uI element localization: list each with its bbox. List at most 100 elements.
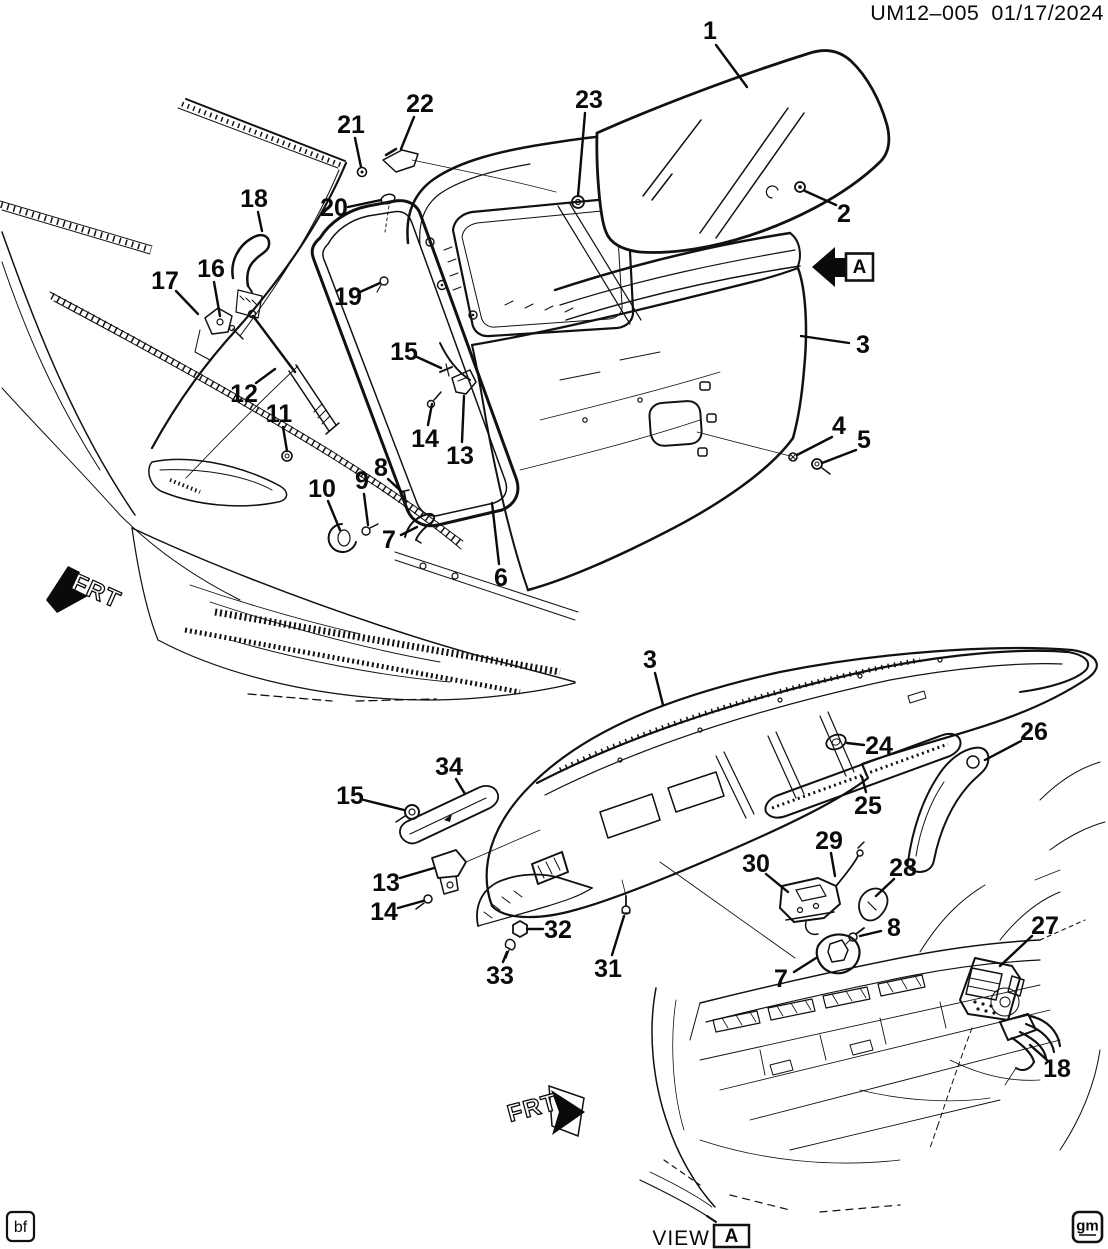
callout-7: 7 bbox=[774, 965, 788, 993]
upper-scene: A FRT bbox=[0, 49, 891, 702]
view-label: VIEW bbox=[652, 1227, 710, 1249]
callout-25: 25 bbox=[854, 792, 882, 820]
callout-27: 27 bbox=[1031, 912, 1059, 940]
callout-leader-30 bbox=[764, 872, 790, 894]
callout-13: 13 bbox=[372, 869, 400, 897]
callout-leader-28 bbox=[874, 877, 896, 898]
callout-13: 13 bbox=[446, 442, 474, 470]
frt-left-label: FRT bbox=[68, 569, 126, 614]
applique-bracket bbox=[906, 746, 990, 873]
harness-hook-upper bbox=[231, 233, 271, 319]
callout-leader-24 bbox=[845, 741, 866, 747]
callout-leader-14 bbox=[396, 899, 425, 910]
lower-scene: FRT bbox=[395, 646, 1106, 1223]
drawing-number: UM12–005 bbox=[870, 1, 979, 25]
callout-33: 33 bbox=[486, 962, 514, 990]
callout-leader-15 bbox=[362, 798, 406, 812]
view-ref-letter: A bbox=[725, 1226, 739, 1247]
license-lamp-module bbox=[929, 957, 1025, 1149]
footer-left-code-box bbox=[5, 1210, 36, 1243]
callout-leader-7 bbox=[399, 525, 419, 537]
callout-leader-31 bbox=[610, 914, 626, 957]
callout-leader-16 bbox=[212, 280, 222, 318]
callout-leader-9 bbox=[362, 492, 370, 527]
callout-leader-27 bbox=[998, 934, 1034, 968]
gas-strut bbox=[247, 309, 340, 435]
frt-bottom-arrowhead-icon bbox=[551, 1090, 585, 1135]
callout-9: 9 bbox=[355, 467, 369, 495]
callout-leader-8 bbox=[858, 929, 883, 938]
callout-leader-11 bbox=[281, 425, 289, 453]
callout-leader-3 bbox=[799, 334, 851, 345]
footer-left-code: bf bbox=[14, 1219, 28, 1236]
callout-leader-25 bbox=[860, 775, 868, 794]
callout-21: 21 bbox=[337, 111, 365, 139]
callout-18: 18 bbox=[1043, 1055, 1071, 1083]
callout-leader-34 bbox=[454, 777, 467, 796]
callout-leader-17 bbox=[174, 289, 200, 316]
callout-leader-12 bbox=[254, 367, 277, 385]
callout-leader-19 bbox=[358, 281, 382, 294]
rear-harness bbox=[998, 1012, 1062, 1086]
liftgate-glass bbox=[595, 49, 891, 254]
callout-leader-13 bbox=[460, 394, 466, 444]
pillar-garnish bbox=[476, 873, 593, 927]
callout-leader-18 bbox=[1028, 1043, 1049, 1062]
callout-30: 30 bbox=[742, 850, 770, 878]
view-ref-box bbox=[712, 1223, 751, 1249]
callout-leader-18 bbox=[256, 210, 264, 233]
gm-logo-text: gm bbox=[1076, 1218, 1099, 1235]
spoiler-strip bbox=[764, 732, 962, 819]
callout-2: 2 bbox=[837, 200, 851, 228]
lower-fasteners bbox=[395, 785, 631, 959]
body-rear-structure bbox=[639, 761, 1106, 1223]
view-a-marker: A bbox=[812, 247, 875, 287]
latch-assembly bbox=[779, 841, 865, 936]
callout-leader-14 bbox=[426, 402, 434, 427]
car-body-rear-quarter bbox=[0, 98, 579, 702]
callout-3: 3 bbox=[856, 331, 870, 359]
callout-22: 22 bbox=[406, 90, 434, 118]
callout-5: 5 bbox=[857, 426, 871, 454]
callout-6: 6 bbox=[494, 564, 508, 592]
callout-leader-26 bbox=[983, 739, 1023, 762]
callout-leader-5 bbox=[820, 448, 858, 465]
callout-leader-33 bbox=[501, 950, 509, 964]
callout-12: 12 bbox=[230, 380, 258, 408]
callout-leader-3 bbox=[653, 671, 665, 707]
weatherstrip-seal bbox=[310, 199, 520, 528]
callout-26: 26 bbox=[1020, 718, 1048, 746]
callout-14: 14 bbox=[411, 425, 439, 453]
callout-17: 17 bbox=[151, 267, 179, 295]
callout-8: 8 bbox=[374, 454, 388, 482]
callout-leader-23 bbox=[576, 111, 587, 198]
callout-7: 7 bbox=[382, 526, 396, 554]
callout-leader-29 bbox=[829, 851, 837, 878]
callout-23: 23 bbox=[575, 86, 603, 114]
callout-leader-10 bbox=[326, 499, 342, 532]
callout-8: 8 bbox=[887, 914, 901, 942]
frt-arrow-left: FRT bbox=[46, 566, 126, 615]
callout-leader-4 bbox=[795, 435, 834, 457]
callout-leader-13 bbox=[398, 866, 436, 880]
view-a-letter: A bbox=[853, 257, 867, 278]
callout-16: 16 bbox=[197, 255, 225, 283]
callout-leader-6 bbox=[490, 501, 501, 566]
striker bbox=[815, 887, 889, 975]
callout-14: 14 bbox=[370, 898, 398, 926]
callout-24: 24 bbox=[865, 732, 893, 760]
callout-4: 4 bbox=[832, 412, 846, 440]
footer: bf VIEW A gm bbox=[5, 1210, 1104, 1249]
callout-leader-7 bbox=[792, 956, 818, 974]
callout-3: 3 bbox=[643, 646, 657, 674]
callout-29: 29 bbox=[815, 827, 843, 855]
callout-15: 15 bbox=[336, 782, 364, 810]
callout-28: 28 bbox=[889, 854, 917, 882]
strut-brackets bbox=[194, 307, 244, 361]
callout-1: 1 bbox=[703, 17, 717, 45]
callout-leader-8 bbox=[386, 477, 404, 494]
